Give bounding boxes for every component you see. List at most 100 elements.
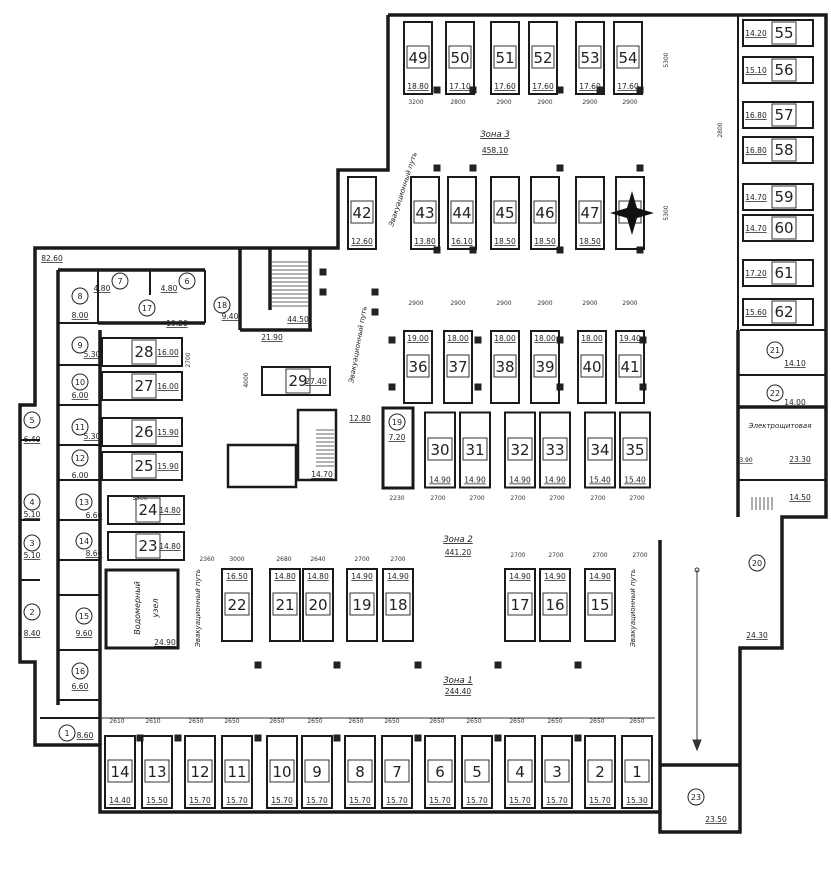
evacuation-route-label: Эвакуационный путь <box>347 306 369 385</box>
room-9[interactable]: 95.30 <box>71 336 101 359</box>
parking-space-5[interactable]: 515.70 <box>461 735 493 809</box>
parking-space-1[interactable]: 115.30 <box>621 735 653 809</box>
room-10[interactable]: 106.00 <box>71 373 89 400</box>
car-outline <box>771 185 797 209</box>
room-6[interactable]: 64.80 <box>161 272 196 293</box>
parking-space-area: 18.00 <box>494 334 516 343</box>
room-area: 6.00 <box>72 391 89 400</box>
room-15[interactable]: 159.60 <box>75 607 93 638</box>
room-19[interactable]: 197.20 <box>388 413 406 442</box>
parking-space-2[interactable]: 215.70 <box>584 735 616 809</box>
room-4[interactable]: 45.10 <box>23 493 41 519</box>
room-8[interactable]: 88.00 <box>71 287 89 320</box>
parking-space-6[interactable]: 615.70 <box>424 735 456 809</box>
room-7[interactable]: 74.80 <box>94 272 129 293</box>
parking-space-9[interactable]: 915.70 <box>301 735 333 809</box>
room-18[interactable]: 189.40 <box>213 296 239 321</box>
parking-space-7[interactable]: 715.70 <box>381 735 413 809</box>
parking-space-3[interactable]: 315.70 <box>541 735 573 809</box>
room-16[interactable]: 166.60 <box>71 662 89 691</box>
room-number-circle <box>71 373 89 391</box>
room-2[interactable]: 28.40 <box>23 603 41 638</box>
room-3[interactable]: 35.10 <box>23 534 41 560</box>
parking-space-number: 15 <box>590 596 609 614</box>
room-number: 21 <box>770 346 780 355</box>
room-19-walls <box>381 406 415 490</box>
room-number-circle <box>748 554 766 572</box>
parking-space-8[interactable]: 815.70 <box>344 735 376 809</box>
parking-space-38[interactable]: 38 18.00 <box>490 330 520 404</box>
room-13[interactable]: 136.60 <box>75 493 103 520</box>
parking-space-4[interactable]: 415.70 <box>504 735 536 809</box>
parking-space-outline <box>346 568 378 642</box>
parking-space-outline <box>584 568 616 642</box>
room-12[interactable]: 126.00 <box>71 449 89 480</box>
room-5[interactable]: 56.40 <box>23 411 41 444</box>
car-outline <box>533 354 557 378</box>
parking-space-number: 17 <box>510 596 529 614</box>
dimension-label: 2360 <box>199 556 214 563</box>
car-outline <box>224 592 250 616</box>
room-11[interactable]: 115.30 <box>71 418 101 441</box>
parking-space-number: 38 <box>495 358 514 376</box>
room-14[interactable]: 148.60 <box>75 532 103 558</box>
